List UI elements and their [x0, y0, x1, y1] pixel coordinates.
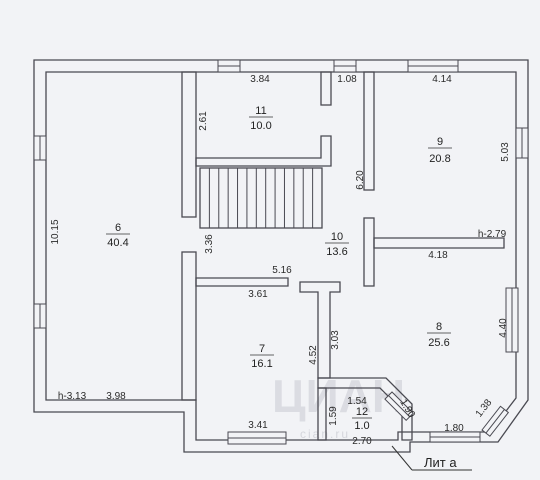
dim-label: 10.15 — [50, 219, 61, 244]
window — [227, 431, 287, 445]
dim-label: 3.03 — [330, 330, 341, 350]
room-11-number: 11 — [255, 105, 266, 117]
room-8-area: 25.6 — [428, 337, 449, 349]
dim-label: 4.52 — [308, 345, 319, 365]
dim-label: 1.54 — [347, 396, 367, 407]
dim-label: 4.14 — [432, 74, 452, 85]
room-6-number: 6 — [115, 222, 121, 234]
room-8: 8 25.6 — [427, 321, 451, 349]
room-7-area: 16.1 — [251, 358, 272, 370]
lit-annotation: Лит а — [391, 445, 472, 471]
room-7-number: 7 — [259, 343, 265, 355]
dim-label: 1.59 — [328, 406, 339, 426]
exterior-walls — [33, 59, 529, 453]
room-12-number: 12 — [356, 406, 368, 418]
dim-label: 3.61 — [248, 289, 268, 300]
room-12: 12 1.0 — [352, 406, 372, 432]
room-10-number: 10 — [331, 231, 343, 243]
dim-label: 1.80 — [444, 423, 464, 434]
dim-label: 3.98 — [106, 391, 126, 402]
room-labels: 6 40.4 11 10.0 9 20.8 10 13.6 7 16.1 8 2… — [106, 105, 452, 432]
interior-walls — [181, 71, 505, 441]
stair-steps — [208, 168, 314, 228]
window — [515, 127, 529, 159]
dim-label: 2.70 — [352, 436, 372, 447]
dim-label: 1.08 — [337, 74, 357, 85]
room-10-area: 13.6 — [326, 246, 347, 258]
dim-label: 3.41 — [248, 420, 268, 431]
window — [429, 431, 481, 443]
watermark-logo: ЦИАН — [272, 370, 405, 422]
room-10: 10 13.6 — [325, 231, 349, 258]
watermark: ЦИАН cian.ru — [272, 370, 405, 441]
window — [333, 59, 357, 73]
room-6: 6 40.4 — [106, 222, 130, 249]
dim-label: h-3.13 — [58, 391, 87, 402]
room-9: 9 20.8 — [428, 136, 452, 165]
window — [33, 303, 47, 329]
lit-label: Лит а — [424, 455, 457, 470]
dim-label: 3.84 — [250, 74, 270, 85]
room-7: 7 16.1 — [250, 343, 274, 370]
watermark-site: cian.ru — [300, 427, 350, 441]
dimension-labels: 3.84 1.08 4.14 2.61 5.03 6.20 10.15 3.36… — [50, 74, 511, 447]
room-8-number: 8 — [436, 321, 442, 333]
dim-label: 5.16 — [272, 265, 292, 276]
window — [407, 59, 459, 73]
dim-label: h-2.79 — [478, 229, 507, 240]
dim-label: 6.20 — [355, 170, 366, 190]
room-12-area: 1.0 — [354, 420, 369, 432]
window — [33, 135, 47, 161]
dim-label: 4.18 — [428, 250, 448, 261]
windows — [33, 59, 529, 445]
room-9-area: 20.8 — [429, 153, 450, 165]
dim-label: 4.40 — [498, 318, 509, 338]
dim-label: 5.03 — [500, 142, 511, 162]
window — [505, 287, 519, 353]
staircase — [199, 167, 323, 229]
room-6-area: 40.4 — [107, 237, 128, 249]
window — [217, 59, 241, 73]
dim-label: 3.36 — [204, 234, 215, 254]
room-11: 11 10.0 — [249, 105, 273, 132]
window — [481, 405, 510, 437]
dim-label: 2.61 — [198, 111, 209, 131]
window — [384, 391, 414, 421]
room-11-area: 10.0 — [250, 120, 271, 132]
room-9-number: 9 — [437, 136, 443, 148]
